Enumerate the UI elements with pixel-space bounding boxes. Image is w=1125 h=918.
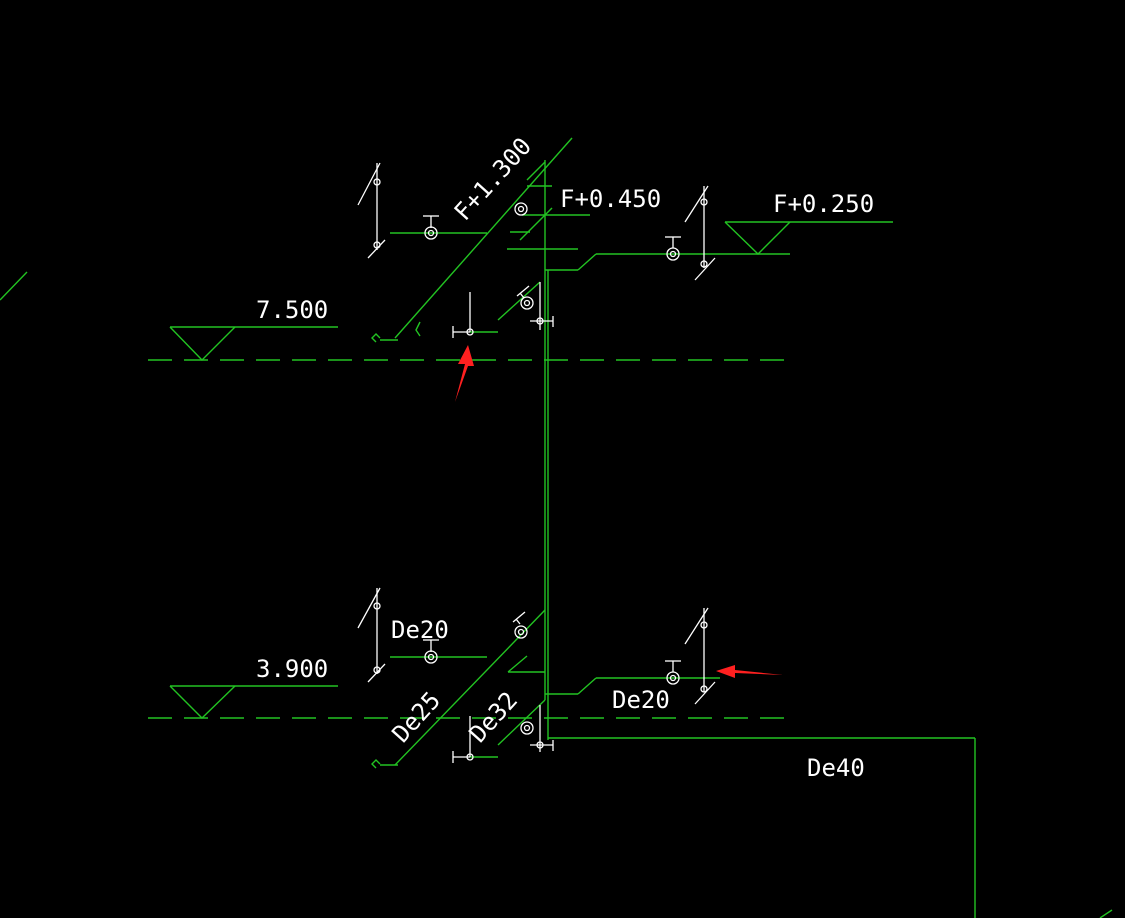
fixture-upper-right — [684, 185, 716, 281]
fixture-lower-de32 — [452, 716, 474, 763]
elevation-label-3900: 3.900 — [256, 655, 328, 683]
fixture-near-7500 — [452, 292, 474, 338]
lower-diagonal-pipe — [394, 609, 546, 766]
red-arrow-lower — [716, 665, 783, 678]
pipe-size-de20-right: De20 — [612, 686, 670, 714]
pipe-network — [0, 137, 1113, 918]
pipe-size-de20-upper: De20 — [391, 616, 449, 644]
fixture-symbols — [357, 162, 716, 763]
relative-elevation-f0250: F+0.250 — [773, 190, 874, 218]
valve-riser-top — [514, 202, 528, 216]
pipe-size-de40: De40 — [807, 754, 865, 782]
fixture-lower-right — [684, 607, 716, 705]
upper-diagonal-pipe — [394, 137, 573, 339]
red-arrow-upper — [455, 345, 474, 402]
fixture-lower-left — [357, 587, 386, 683]
valve-riser-de32 — [520, 705, 554, 752]
fixture-upper-left — [357, 162, 386, 259]
elevation-label-7500: 7.500 — [256, 296, 328, 324]
valve-riser-7500 — [516, 282, 554, 330]
stray-line — [0, 271, 28, 301]
red-markers — [455, 345, 783, 678]
relative-elevation-f0450: F+0.450 — [560, 185, 661, 213]
valve-riser-lower — [512, 611, 528, 639]
valve-lower-right — [665, 660, 681, 685]
valve-lower-left — [423, 639, 439, 664]
valve-upper-left — [423, 215, 439, 240]
valve-upper-right — [665, 236, 681, 261]
